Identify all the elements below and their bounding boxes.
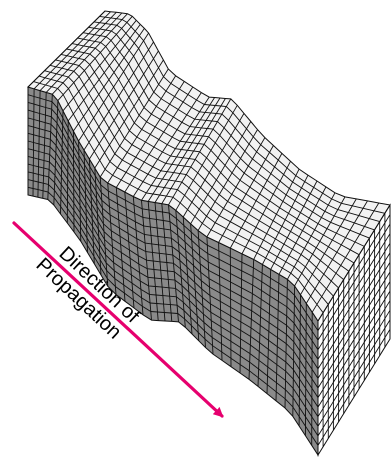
deformed-block (28, 11, 390, 455)
